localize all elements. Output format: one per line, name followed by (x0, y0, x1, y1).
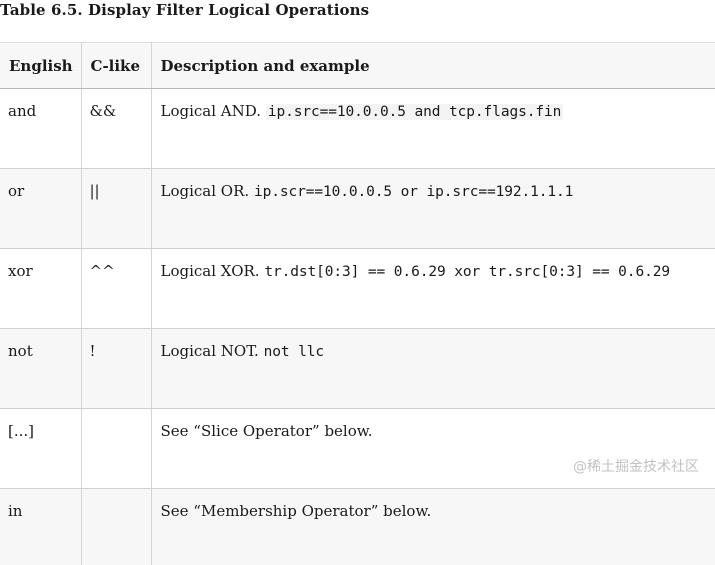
logical-operations-table: English C-like Description and example a… (0, 42, 715, 565)
table-row: not ! Logical NOT. not llc (0, 329, 715, 409)
description-text: Logical OR. (161, 182, 250, 200)
description-text: See “Slice Operator” below. (161, 422, 373, 440)
example-code: ip.scr==10.0.0.5 or ip.src==192.1.1.1 (254, 184, 573, 200)
cell-description: Logical NOT. not llc (151, 329, 715, 409)
cell-description: Logical OR. ip.scr==10.0.0.5 or ip.src==… (151, 169, 715, 249)
cell-english: [...] (0, 409, 81, 489)
cell-c-like: || (81, 169, 151, 249)
cell-english: in (0, 489, 81, 565)
watermark: @稀土掘金技术社区 (573, 456, 699, 476)
cell-c-like: ! (81, 329, 151, 409)
description-text: Logical NOT. (161, 342, 259, 360)
table-header-row: English C-like Description and example (0, 43, 715, 89)
cell-c-like: ^^ (81, 249, 151, 329)
description-text: Logical XOR. (161, 262, 260, 280)
example-code: ip.src==10.0.0.5 and tcp.flags.fin (266, 104, 563, 120)
cell-english: and (0, 89, 81, 169)
header-description: Description and example (151, 43, 715, 89)
table-row: in See “Membership Operator” below. (0, 489, 715, 565)
cell-description: See “Membership Operator” below. (151, 489, 715, 565)
cell-c-like: && (81, 89, 151, 169)
table-row: or || Logical OR. ip.scr==10.0.0.5 or ip… (0, 169, 715, 249)
cell-description: Logical AND. ip.src==10.0.0.5 and tcp.fl… (151, 89, 715, 169)
cell-english: xor (0, 249, 81, 329)
cell-c-like (81, 489, 151, 565)
table-caption: Table 6.5. Display Filter Logical Operat… (0, 1, 369, 19)
description-text: Logical AND. (161, 102, 262, 120)
cell-description: Logical XOR. tr.dst[0:3] == 0.6.29 xor t… (151, 249, 715, 329)
header-c-like: C-like (81, 43, 151, 89)
table-row: and && Logical AND. ip.src==10.0.0.5 and… (0, 89, 715, 169)
example-code: tr.dst[0:3] == 0.6.29 xor tr.src[0:3] ==… (264, 264, 670, 280)
table-row: xor ^^ Logical XOR. tr.dst[0:3] == 0.6.2… (0, 249, 715, 329)
cell-description: See “Slice Operator” below. (151, 409, 715, 489)
cell-english: not (0, 329, 81, 409)
table-row: [...] See “Slice Operator” below. (0, 409, 715, 489)
header-english: English (0, 43, 81, 89)
cell-english: or (0, 169, 81, 249)
example-code: not llc (264, 344, 324, 360)
description-text: See “Membership Operator” below. (161, 502, 432, 520)
cell-c-like (81, 409, 151, 489)
